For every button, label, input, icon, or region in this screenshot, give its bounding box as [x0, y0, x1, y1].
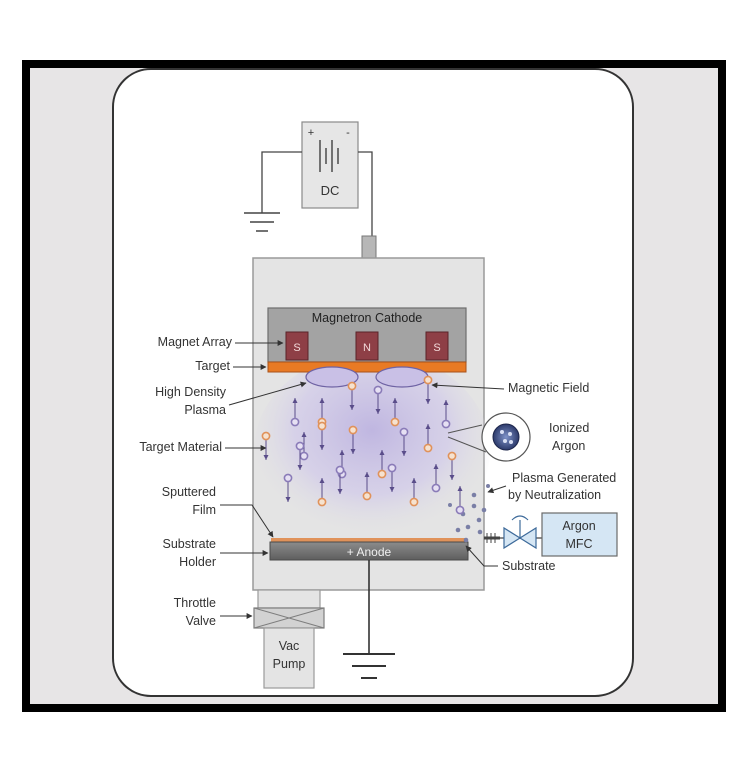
plasma-glow — [254, 352, 490, 548]
pump-label-line2: Pump — [273, 657, 306, 671]
argon-ion — [409, 478, 419, 507]
argon-ion — [447, 451, 457, 480]
argon-atom-icon — [492, 423, 520, 451]
plasma-lobe-left — [305, 366, 359, 388]
anode-label: + Anode — [347, 545, 392, 559]
argon-mfc — [541, 512, 618, 557]
magnet-array: S N S — [285, 331, 449, 361]
dc-power-supply: + - DC — [301, 121, 359, 209]
plasma-lobe-right — [375, 366, 429, 388]
label-neutral-line2: by Neutralization — [508, 488, 601, 502]
sputtered-atom — [335, 465, 345, 494]
pump-duct — [257, 589, 321, 609]
sputtered-atom — [373, 385, 383, 414]
label-neutral-line1: Plasma Generated — [512, 471, 616, 485]
vacuum-pump — [263, 627, 315, 689]
sputtered-atom — [431, 464, 441, 493]
right-labels: Magnetic Field Ionized Argon Plasma Gene… — [431, 381, 616, 573]
magnet-s-right — [425, 331, 449, 361]
sputtered-atom — [455, 486, 465, 515]
label-plasma-line2: Plasma — [184, 403, 226, 417]
argon-ion — [348, 425, 358, 454]
sputtered-atom — [295, 441, 305, 470]
dc-plus-sign: + — [308, 127, 314, 139]
target-plate — [267, 361, 467, 373]
magnet-n-center — [355, 331, 379, 361]
label-magnetic-field: Magnetic Field — [508, 381, 589, 395]
argon-ion — [362, 472, 372, 501]
ground-wire-top — [261, 151, 302, 213]
label-target: Target — [195, 359, 230, 373]
label-magnet-array: Magnet Array — [158, 335, 233, 349]
argon-ion — [317, 421, 327, 450]
label-ionized-line2: Argon — [552, 439, 585, 453]
label-film-line2: Film — [192, 503, 216, 517]
magnet-s-right-label: S — [433, 342, 440, 354]
magnet-n-center-label: N — [363, 342, 371, 354]
argon-ion — [317, 478, 327, 507]
sputtered-atom — [290, 398, 300, 427]
label-film-line1: Sputtered — [162, 485, 216, 499]
ground-symbol-top — [244, 212, 280, 232]
label-plasma-line1: High Density — [155, 385, 227, 399]
throttle-valve — [253, 607, 325, 629]
cathode-label: Magnetron Cathode — [312, 311, 423, 325]
mfc-label-line2: MFC — [565, 537, 592, 551]
magnet-s-left-label: S — [293, 342, 300, 354]
plasma-particles — [261, 375, 465, 515]
argon-ion — [423, 424, 433, 453]
ground-symbol-bottom — [343, 653, 395, 679]
cathode-wire — [358, 151, 373, 236]
argon-ion — [377, 450, 387, 479]
label-ionized-line1: Ionized — [549, 421, 589, 435]
label-holder-line2: Holder — [179, 555, 216, 569]
argon-ion — [423, 375, 433, 404]
argon-valve-icon — [503, 515, 537, 550]
label-valve-line2: Valve — [186, 614, 216, 628]
sputtered-atom — [399, 427, 409, 456]
left-labels: Magnet Array Target High Density Plasma … — [139, 335, 307, 628]
label-target-material: Target Material — [139, 440, 222, 454]
ionized-callout-leader — [447, 424, 483, 434]
label-substrate: Substrate — [502, 559, 556, 573]
argon-ion — [347, 381, 357, 410]
sputtered-atom — [387, 463, 397, 492]
dc-minus-sign: - — [346, 127, 350, 139]
dc-label: DC — [321, 183, 340, 198]
sputtered-film — [271, 538, 467, 542]
label-holder-line1: Substrate — [162, 537, 216, 551]
sputtered-atom — [441, 400, 451, 429]
argon-ion — [390, 398, 400, 427]
pump-label-line1: Vac — [279, 639, 300, 653]
magnet-s-left — [285, 331, 309, 361]
mfc-label-line1: Argon — [562, 519, 595, 533]
sputtered-atom — [283, 473, 293, 502]
label-valve-line1: Throttle — [174, 596, 216, 610]
